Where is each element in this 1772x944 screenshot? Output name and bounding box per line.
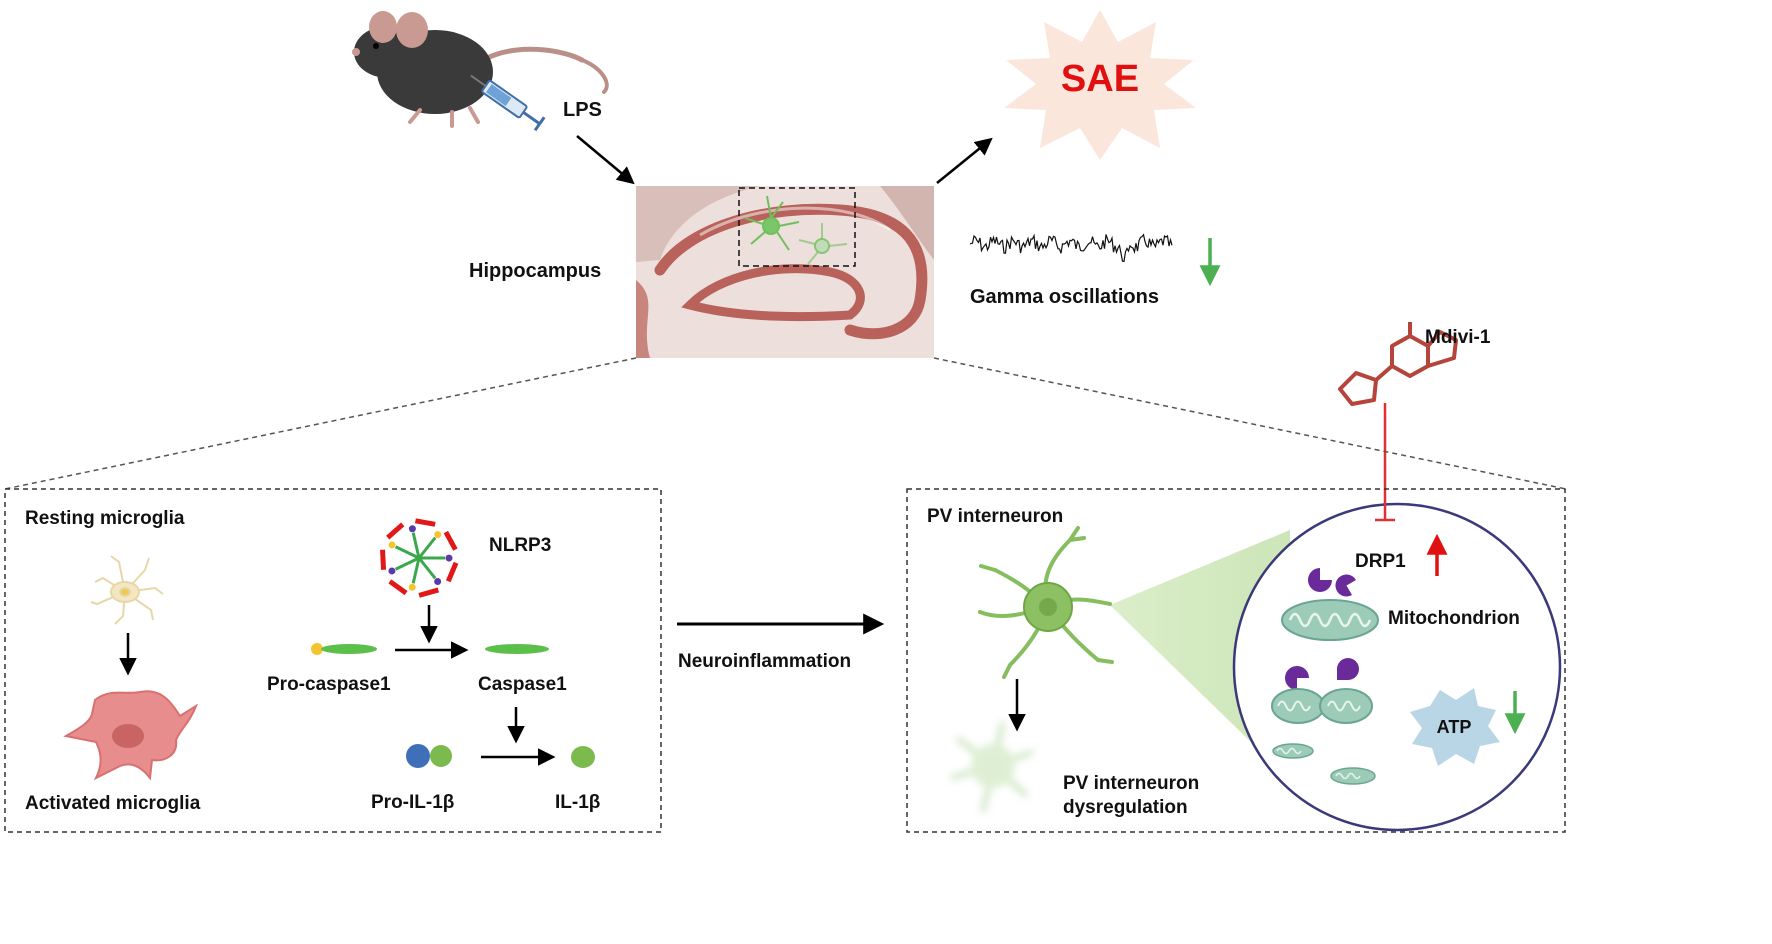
- nlrp3-domain: [443, 530, 458, 551]
- pv-dysregulation-label-2: dysregulation: [1063, 797, 1188, 818]
- hippocampus-neuron-icon: [744, 195, 848, 265]
- pro-caspase1-label: Pro-caspase1: [267, 674, 391, 695]
- microglia-panel: [4, 488, 662, 833]
- nlrp3-domain: [388, 579, 408, 596]
- zoom-line-left: [4, 357, 637, 490]
- nlrp3-linker: [434, 531, 442, 539]
- nlrp3-domain: [415, 518, 436, 527]
- atp-burst: [1410, 688, 1500, 766]
- resting-microglia-label: Resting microglia: [25, 508, 185, 529]
- mdivi-inhibition-line: [1375, 403, 1395, 522]
- mdivi-label: Mdivi-1: [1425, 327, 1491, 348]
- neuroinflammation-label: Neuroinflammation: [678, 651, 851, 672]
- pv-dysregulation-label-1: PV interneuron: [1063, 773, 1199, 794]
- activated-microglia-label: Activated microglia: [25, 793, 201, 814]
- hippocampus-image: [636, 186, 934, 358]
- mdivi-molecule-icon: [1338, 322, 1458, 406]
- lps-label: LPS: [563, 99, 602, 121]
- il1b-label: IL-1β: [555, 792, 600, 813]
- pro-il1b-label: Pro-IL-1β: [371, 792, 454, 813]
- pv-interneuron-panel: [906, 488, 1566, 833]
- mitochondrion-icon: [1281, 599, 1379, 641]
- resting-microglia-icon: [90, 555, 164, 625]
- nlrp3-spoke: [394, 556, 420, 571]
- nlrp3-spoke: [411, 532, 421, 559]
- pro-il1b-icon: [406, 744, 452, 768]
- nlrp3-linker: [388, 541, 396, 549]
- nlrp3-domain: [445, 561, 459, 583]
- atp-label: ATP: [1437, 717, 1472, 737]
- nlrp3-linker: [388, 567, 396, 575]
- nlrp3-spoke: [411, 557, 421, 584]
- gamma-oscillation-trace: [969, 233, 1173, 263]
- nlrp3-spoke: [394, 545, 420, 560]
- nlrp3-domain: [386, 522, 405, 540]
- sae-label: SAE: [1061, 58, 1139, 100]
- pv-interneuron-label: PV interneuron: [927, 506, 1063, 527]
- nlrp3-inflammasome-icon: [380, 518, 459, 598]
- mouse-icon: [352, 11, 609, 128]
- to-sae-arrow: [936, 137, 993, 184]
- nlrp3-domain: [380, 549, 387, 570]
- zoom-line-right: [933, 357, 1567, 490]
- pv-neuron-icon: [978, 526, 1114, 679]
- caspase1-icon: [485, 644, 549, 654]
- sae-burst: [1004, 10, 1196, 160]
- fragmented-mitochondria-icon: [1272, 743, 1376, 785]
- mitochondrion-label: Mitochondrion: [1388, 608, 1520, 629]
- nlrp3-linker: [408, 583, 416, 591]
- pro-caspase1-icon: [311, 643, 377, 655]
- nlrp3-domain: [418, 587, 440, 598]
- hippocampus-label: Hippocampus: [469, 260, 601, 282]
- dysregulated-neuron-icon: [950, 721, 1034, 813]
- nlrp3-linker: [408, 525, 416, 533]
- il1b-icon: [571, 746, 595, 768]
- nlrp3-linker: [445, 554, 453, 562]
- drp1-label: DRP1: [1355, 551, 1406, 572]
- drp1-protein-icon: [1285, 568, 1359, 690]
- nlrp3-spoke: [417, 557, 437, 580]
- gamma-label: Gamma oscillations: [970, 286, 1159, 308]
- syringe-icon: [470, 74, 546, 132]
- caspase1-label: Caspase1: [478, 674, 567, 695]
- nlrp3-linker: [434, 577, 442, 585]
- fission-mitochondrion-icon: [1271, 688, 1373, 724]
- activated-microglia-icon: [63, 690, 198, 781]
- lps-arrow: [576, 135, 635, 185]
- nlrp3-label: NLRP3: [489, 535, 551, 556]
- nlrp3-spoke: [417, 536, 437, 559]
